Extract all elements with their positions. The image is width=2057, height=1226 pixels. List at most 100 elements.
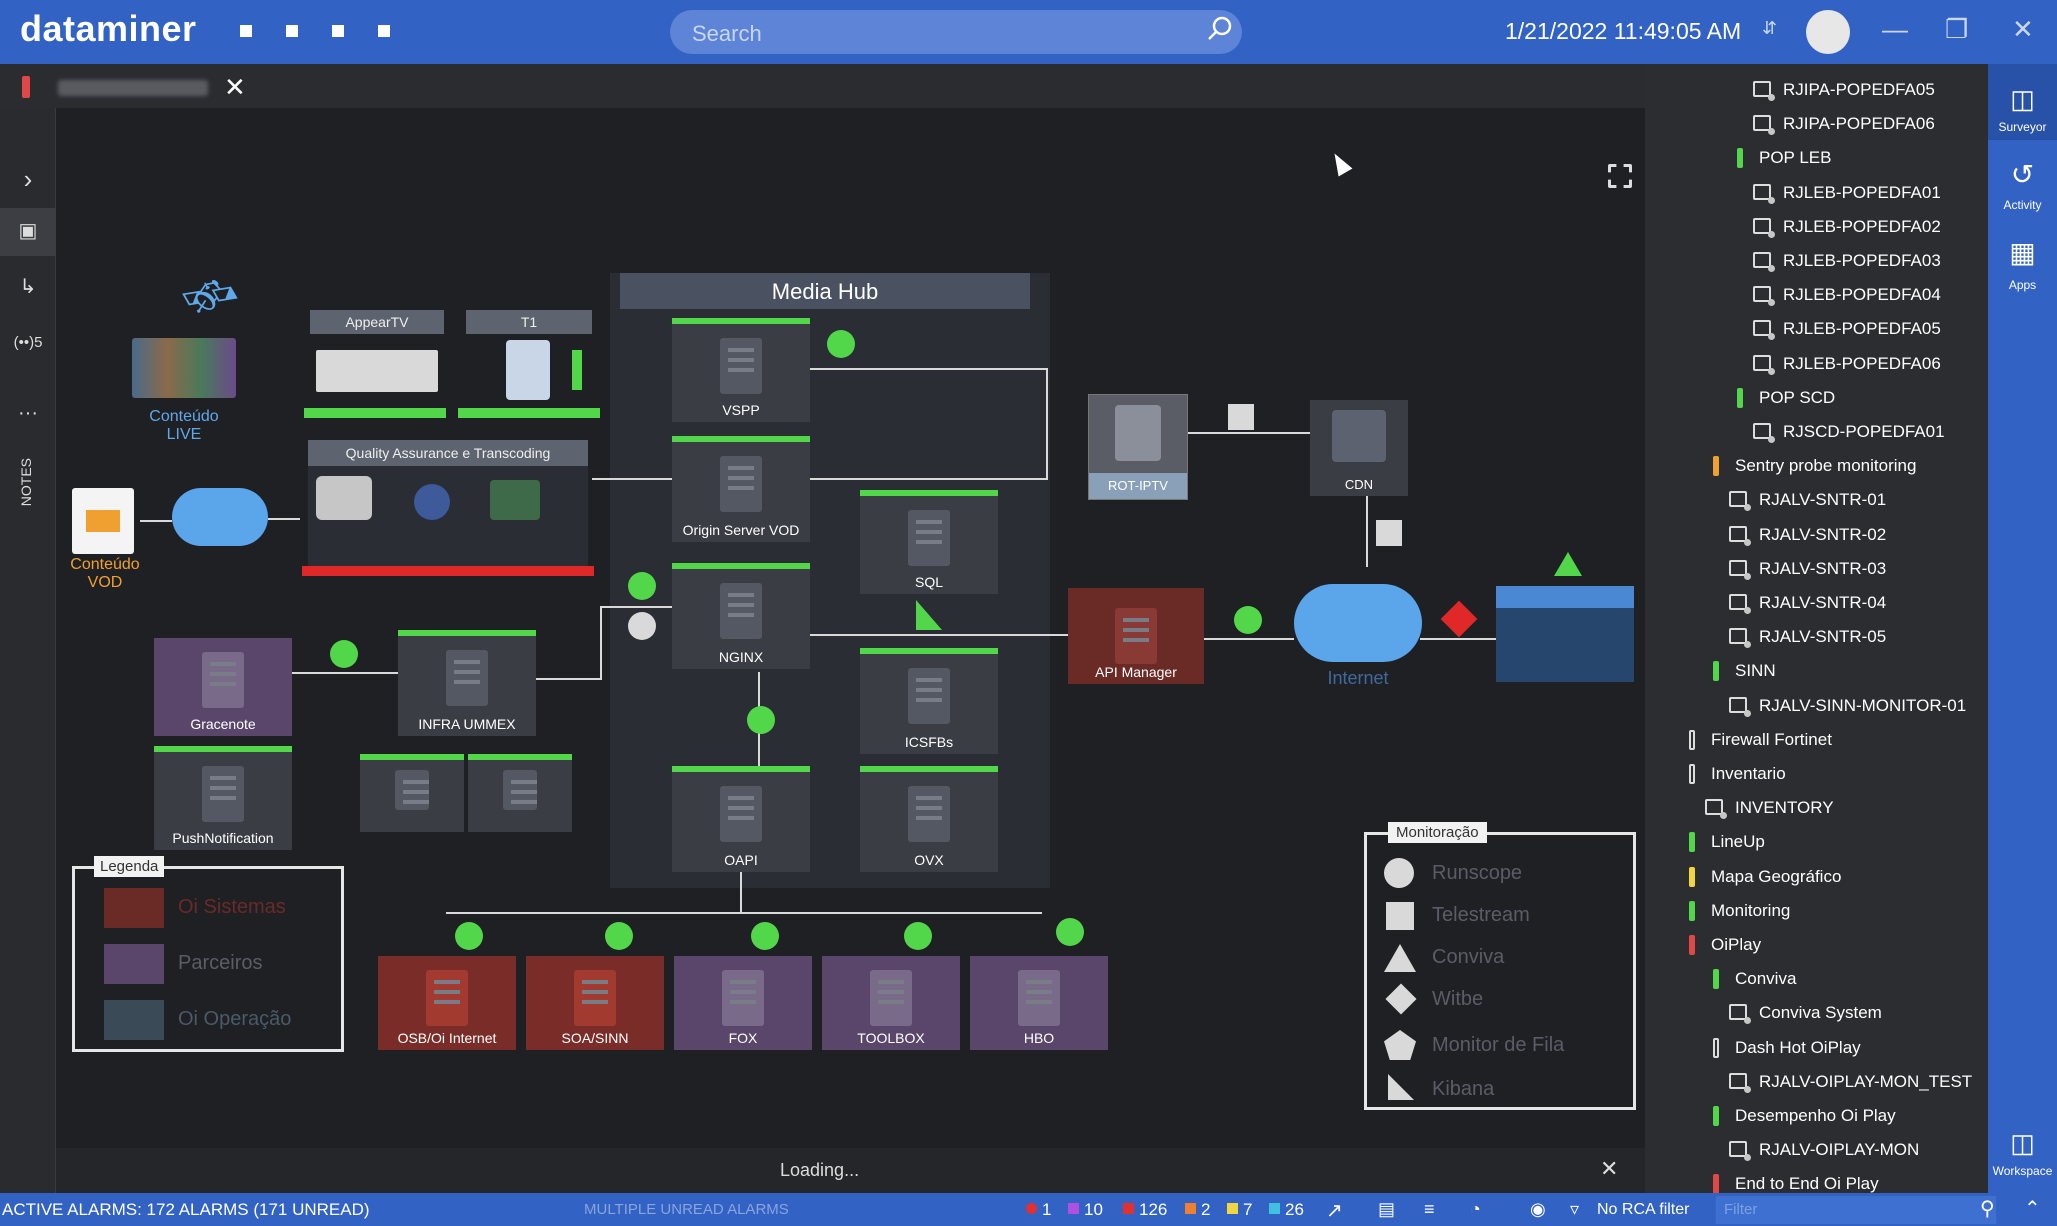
multiple-unread-alarms[interactable]: MULTIPLE UNREAD ALARMS	[584, 1201, 789, 1218]
node-toolbox[interactable]: TOOLBOX	[822, 956, 960, 1050]
node-origin-server[interactable]: Origin Server VOD	[672, 436, 810, 542]
surveyor-tab-active[interactable]	[1988, 64, 2057, 140]
chevron-down-icon[interactable]: ⇵	[1762, 18, 1778, 38]
pie-chart-icon[interactable]: ◔	[1470, 1199, 1481, 1219]
header-square-3[interactable]	[332, 25, 344, 37]
node-infra-ummex[interactable]: INFRA UMMEX	[398, 630, 536, 736]
tree-view-row[interactable]: Monitoring	[1645, 893, 1988, 927]
tree-element-row[interactable]: RJALV-OIPLAY-MON_TEST	[1645, 1064, 1988, 1098]
appeartv-device-icon[interactable]	[316, 350, 438, 392]
search-icon[interactable]	[1205, 14, 1235, 44]
tree-element-row[interactable]: RJIPA-POPEDFA05	[1645, 72, 1988, 106]
collapse-chevron-up-icon[interactable]: ⌃	[2024, 1198, 2041, 1220]
node-ovx[interactable]: OVX	[860, 766, 998, 872]
filter-input[interactable]: Filter	[1716, 1196, 1996, 1224]
node-soa-sinn[interactable]: SOA/SINN	[526, 956, 664, 1050]
rail-item-visual[interactable]	[0, 208, 56, 256]
status-dot[interactable]	[751, 922, 779, 950]
filter-funnel-icon[interactable]: ▿	[1570, 1199, 1580, 1219]
alarm-severity-count[interactable]: 7	[1243, 1200, 1253, 1219]
status-dot[interactable]	[747, 706, 775, 734]
node-sql[interactable]: SQL	[860, 490, 998, 594]
tree-view-row[interactable]: POP LEB	[1645, 140, 1988, 174]
tree-view-row[interactable]: SINN	[1645, 653, 1988, 687]
header-square-1[interactable]	[240, 25, 252, 37]
tree-element-row[interactable]: RJLEB-POPEDFA05	[1645, 311, 1988, 345]
sort-icon[interactable]: ≡	[1424, 1199, 1435, 1219]
tree-element-row[interactable]: RJALV-SNTR-02	[1645, 517, 1988, 551]
telestream-status-square[interactable]	[1228, 404, 1254, 430]
notes-tab[interactable]: NOTES	[18, 458, 34, 507]
alarm-severity-count[interactable]: 126	[1139, 1200, 1168, 1219]
tree-view-row[interactable]: End to End Oi Play	[1645, 1166, 1988, 1200]
telestream-status-square[interactable]	[1376, 520, 1402, 546]
alarm-severity-count[interactable]: 2	[1201, 1200, 1211, 1219]
conviva-status-triangle[interactable]	[1554, 552, 1582, 576]
list-view-icon[interactable]: ▤	[1378, 1199, 1396, 1219]
status-dot[interactable]	[827, 330, 855, 358]
alarm-severity-count[interactable]: 26	[1285, 1200, 1304, 1219]
status-dot[interactable]	[904, 922, 932, 950]
tree-element-row[interactable]: RJALV-SNTR-01	[1645, 482, 1988, 516]
tree-view-row[interactable]: LineUp	[1645, 824, 1988, 858]
status-dot[interactable]	[1234, 606, 1262, 634]
alarm-indicator-icon[interactable]: (••)5	[13, 334, 43, 351]
end-user-devices[interactable]	[1496, 586, 1634, 682]
node-cdn[interactable]: CDN	[1310, 400, 1408, 496]
status-dot[interactable]	[455, 922, 483, 950]
node-fox[interactable]: FOX	[674, 956, 812, 1050]
surveyor-label[interactable]: Surveyor	[1998, 120, 2047, 134]
rca-target-icon[interactable]: ◉	[1530, 1199, 1546, 1219]
tree-element-row[interactable]: RJSCD-POPEDFA01	[1645, 414, 1988, 448]
tree-element-row[interactable]: RJLEB-POPEDFA03	[1645, 243, 1988, 277]
tree-view-row[interactable]: Dash Hot OiPlay	[1645, 1030, 1988, 1064]
apps-icon[interactable]: ▦	[2009, 237, 2036, 268]
tab-end-to-end[interactable]	[58, 80, 208, 96]
workspace-label[interactable]: Workspace	[1992, 1164, 2053, 1178]
close-window-icon[interactable]: ✕	[2012, 14, 2034, 44]
minimize-icon[interactable]: —	[1882, 14, 1908, 44]
status-dot[interactable]	[1056, 918, 1084, 946]
surveyor-icon[interactable]: ◫	[2010, 84, 2035, 114]
tree-view-row[interactable]: Mapa Geográfico	[1645, 859, 1988, 893]
node-oapi[interactable]: OAPI	[672, 766, 810, 872]
node-rot-iptv[interactable]: ROT-IPTV	[1088, 394, 1188, 500]
node-icsfbs[interactable]: ICSFBs	[860, 648, 998, 754]
tree-element-row[interactable]: Conviva System	[1645, 995, 1988, 1029]
node-api-manager[interactable]: API Manager	[1068, 588, 1204, 684]
status-dot[interactable]	[628, 572, 656, 600]
tree-element-row[interactable]: RJIPA-POPEDFA06	[1645, 106, 1988, 140]
tree-element-row[interactable]: RJLEB-POPEDFA06	[1645, 346, 1988, 380]
node-osb-oi-internet[interactable]: OSB/Oi Internet	[378, 956, 516, 1050]
node-pushnotification[interactable]: PushNotification	[154, 746, 292, 850]
connections-icon[interactable]: ↳	[19, 276, 37, 298]
monitor-icon[interactable]: ▣	[18, 220, 38, 242]
tree-view-row[interactable]: Sentry probe monitoring	[1645, 448, 1988, 482]
close-loading-icon[interactable]: ✕	[1600, 1156, 1619, 1181]
kibana-status-triangle[interactable]	[916, 600, 942, 630]
search-input[interactable]: Search	[670, 10, 1242, 54]
status-dot[interactable]	[330, 640, 358, 668]
tree-element-row[interactable]: RJALV-SNTR-05	[1645, 619, 1988, 653]
close-tab-icon[interactable]: ✕	[224, 72, 246, 102]
activity-label[interactable]: Activity	[2003, 198, 2042, 212]
activity-icon[interactable]: ↺	[2010, 159, 2035, 190]
rca-filter-text[interactable]: No RCA filter	[1597, 1201, 1690, 1218]
tree-view-row[interactable]: Desempenho Oi Play	[1645, 1098, 1988, 1132]
node-hbo[interactable]: HBO	[970, 956, 1108, 1050]
header-square-4[interactable]	[378, 25, 390, 37]
more-icon[interactable]: ···	[18, 402, 38, 424]
restore-icon[interactable]: ❐	[1945, 14, 1969, 44]
tree-element-row[interactable]: RJLEB-POPEDFA04	[1645, 277, 1988, 311]
avatar[interactable]	[1806, 10, 1850, 54]
tree-element-row[interactable]: RJALV-SNTR-03	[1645, 551, 1988, 585]
status-dot[interactable]	[605, 922, 633, 950]
tree-view-row[interactable]: Conviva	[1645, 961, 1988, 995]
alarm-severity-count[interactable]: 1	[1042, 1200, 1052, 1219]
expand-chevron-icon[interactable]: ›	[23, 164, 33, 194]
header-square-2[interactable]	[286, 25, 298, 37]
tree-view-row[interactable]: POP SCD	[1645, 380, 1988, 414]
active-alarms-text[interactable]: ACTIVE ALARMS: 172 ALARMS (171 UNREAD)	[2, 1200, 370, 1219]
t1-device-icon[interactable]	[506, 340, 550, 400]
node-ummex-01[interactable]	[360, 754, 464, 832]
